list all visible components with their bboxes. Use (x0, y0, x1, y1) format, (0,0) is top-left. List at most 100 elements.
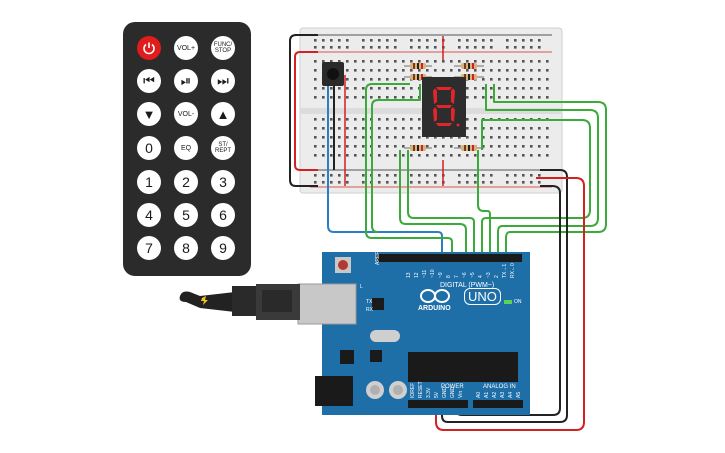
breadboard-hole (538, 46, 541, 49)
breadboard-hole (490, 39, 493, 42)
breadboard-hole (450, 145, 453, 148)
breadboard-hole (490, 60, 493, 63)
arduino-logo (420, 289, 450, 303)
tx-label: TX (366, 299, 373, 305)
breadboard-hole (354, 154, 357, 157)
breadboard-hole (458, 174, 461, 177)
breadboard-hole (490, 69, 493, 72)
digit-2-button[interactable]: 2 (174, 170, 198, 194)
st-rept-button[interactable]: ST/ REPT (211, 136, 235, 160)
breadboard-hole (466, 127, 469, 130)
next-button[interactable]: ⏭ (211, 69, 235, 93)
previous-button[interactable]: ⏮ (137, 69, 161, 93)
digit-0-button[interactable]: 0 (137, 136, 161, 160)
breadboard-hole (362, 60, 365, 63)
down-button[interactable]: ▼ (137, 102, 161, 126)
vol-minus-button[interactable]: VOL- (174, 102, 198, 126)
breadboard-hole (362, 78, 365, 81)
breadboard-hole (530, 145, 533, 148)
digit-6-button[interactable]: 6 (211, 203, 235, 227)
breadboard-hole (330, 118, 333, 121)
breadboard-hole (482, 145, 485, 148)
breadboard-hole (338, 96, 341, 99)
breadboard-hole (490, 181, 493, 184)
usb-cable (179, 284, 300, 320)
breadboard-hole (522, 87, 525, 90)
breadboard-hole (538, 174, 541, 177)
breadboard-hole (482, 181, 485, 184)
breadboard-hole (522, 154, 525, 157)
breadboard-hole (458, 136, 461, 139)
breadboard-hole (322, 118, 325, 121)
breadboard-hole (346, 181, 349, 184)
breadboard-hole (474, 136, 477, 139)
pin-label: IOREF (410, 382, 416, 398)
breadboard-hole (514, 69, 517, 72)
breadboard-hole (378, 136, 381, 139)
digit-3-button[interactable]: 3 (211, 170, 235, 194)
breadboard-hole (394, 60, 397, 63)
breadboard-hole (442, 136, 445, 139)
vol-plus-button[interactable]: VOL+ (174, 36, 198, 60)
breadboard-hole (386, 154, 389, 157)
breadboard-hole (338, 87, 341, 90)
breadboard-hole (394, 46, 397, 49)
breadboard-hole (434, 174, 437, 177)
breadboard-hole (354, 145, 357, 148)
pin-label: A5 (516, 391, 522, 398)
breadboard-hole (506, 127, 509, 130)
breadboard-hole (538, 181, 541, 184)
play-pause-button[interactable]: ⏯ (174, 69, 198, 93)
breadboard-hole (522, 136, 525, 139)
breadboard-hole (442, 60, 445, 63)
breadboard-hole (338, 145, 341, 148)
up-button[interactable]: ▲ (211, 102, 235, 126)
breadboard-hole (514, 136, 517, 139)
arduino-board (297, 252, 530, 415)
breadboard-hole (442, 154, 445, 157)
breadboard-hole (354, 118, 357, 121)
breadboard-hole (466, 87, 469, 90)
breadboard-hole (410, 96, 413, 99)
digit-8-button[interactable]: 8 (174, 236, 198, 260)
breadboard-hole (538, 127, 541, 130)
breadboard-hole (378, 127, 381, 130)
digit-5-button[interactable]: 5 (174, 203, 198, 227)
breadboard-hole (522, 78, 525, 81)
breadboard-hole (314, 127, 317, 130)
breadboard-hole (418, 118, 421, 121)
breadboard-hole (330, 96, 333, 99)
resistor (454, 63, 484, 69)
digit-4-button[interactable]: 4 (137, 203, 161, 227)
pin-label: A2 (492, 391, 498, 398)
breadboard-hole (522, 60, 525, 63)
breadboard-hole (386, 69, 389, 72)
breadboard-hole (386, 118, 389, 121)
breadboard-hole (450, 136, 453, 139)
pin-label: 2 (494, 275, 500, 278)
breadboard-hole (538, 87, 541, 90)
breadboard-hole (370, 78, 373, 81)
digit-9-button[interactable]: 9 (211, 236, 235, 260)
breadboard-hole (490, 46, 493, 49)
breadboard-hole (346, 69, 349, 72)
breadboard-hole (362, 136, 365, 139)
breadboard-hole (346, 127, 349, 130)
func-stop-button[interactable]: FUNC/ STOP (211, 36, 235, 60)
power-button[interactable] (137, 36, 161, 60)
eq-button[interactable]: EQ (174, 136, 198, 160)
breadboard-hole (538, 154, 541, 157)
digit-1-button[interactable]: 1 (137, 170, 161, 194)
digit-7-button[interactable]: 7 (137, 236, 161, 260)
breadboard-hole (482, 78, 485, 81)
breadboard-hole (530, 127, 533, 130)
breadboard-hole (482, 46, 485, 49)
breadboard-hole (362, 118, 365, 121)
breadboard-hole (466, 154, 469, 157)
breadboard-hole (338, 39, 341, 42)
breadboard-hole (442, 69, 445, 72)
breadboard-hole (538, 60, 541, 63)
breadboard-hole (402, 69, 405, 72)
breadboard-hole (394, 174, 397, 177)
